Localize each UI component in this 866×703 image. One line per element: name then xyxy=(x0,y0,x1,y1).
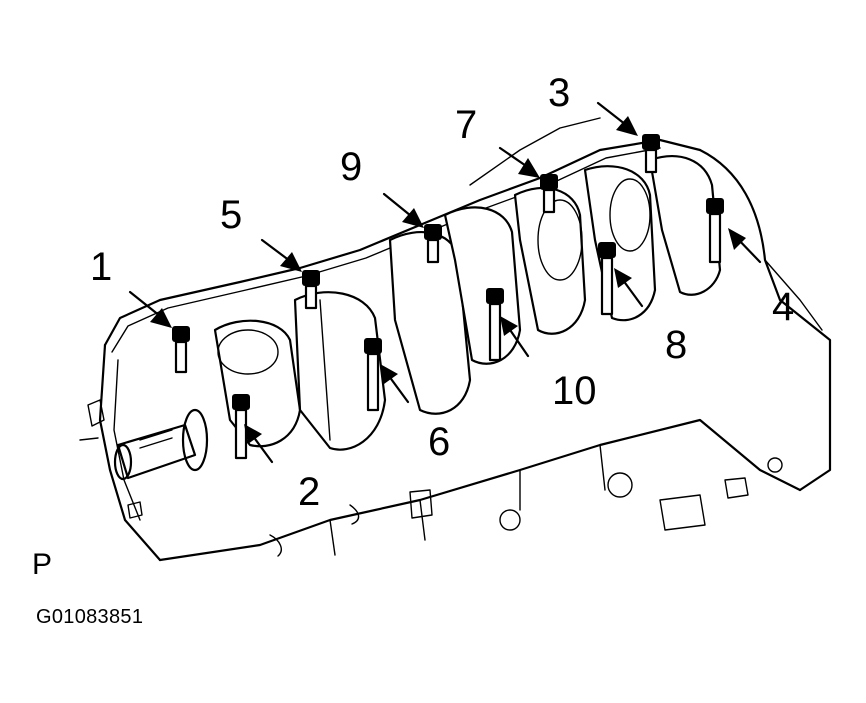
arrow-6 xyxy=(380,364,410,404)
bolt-8 xyxy=(598,242,616,316)
callout-5: 5 xyxy=(220,193,242,237)
engine-block-body xyxy=(79,117,832,562)
bolt-7 xyxy=(540,174,558,214)
view-label: P xyxy=(32,548,53,581)
bolt-6 xyxy=(364,338,382,412)
cap-bolts xyxy=(172,134,724,460)
callout-numbers: 1 2 3 4 5 6 7 8 9 10 xyxy=(90,71,794,514)
bearing-caps xyxy=(213,155,722,451)
arrow-4 xyxy=(728,228,762,264)
callout-9: 9 xyxy=(340,145,362,189)
bolt-10 xyxy=(486,288,504,362)
callout-3: 3 xyxy=(548,71,570,115)
callout-10: 10 xyxy=(552,369,597,413)
arrow-5 xyxy=(260,238,302,272)
arrow-9 xyxy=(382,192,424,228)
bolt-5 xyxy=(302,270,320,310)
callout-4: 4 xyxy=(772,285,794,329)
callout-8: 8 xyxy=(665,323,687,367)
arrow-3 xyxy=(596,101,638,136)
arrow-10 xyxy=(500,316,530,358)
bolt-4 xyxy=(706,198,724,264)
callout-2: 2 xyxy=(298,470,320,514)
figure-code: G01083851 xyxy=(36,606,144,628)
callout-arrows xyxy=(128,101,762,464)
callout-6: 6 xyxy=(428,420,450,464)
bolt-1 xyxy=(172,326,190,374)
bolt-3 xyxy=(642,134,660,174)
arrow-2 xyxy=(244,424,274,464)
crankshaft-snout xyxy=(113,408,209,481)
callout-1: 1 xyxy=(90,245,112,289)
callout-7: 7 xyxy=(455,103,477,147)
arrow-7 xyxy=(498,146,540,178)
bolt-9 xyxy=(424,224,442,264)
arrow-1 xyxy=(128,290,172,328)
arrow-8 xyxy=(614,268,644,308)
